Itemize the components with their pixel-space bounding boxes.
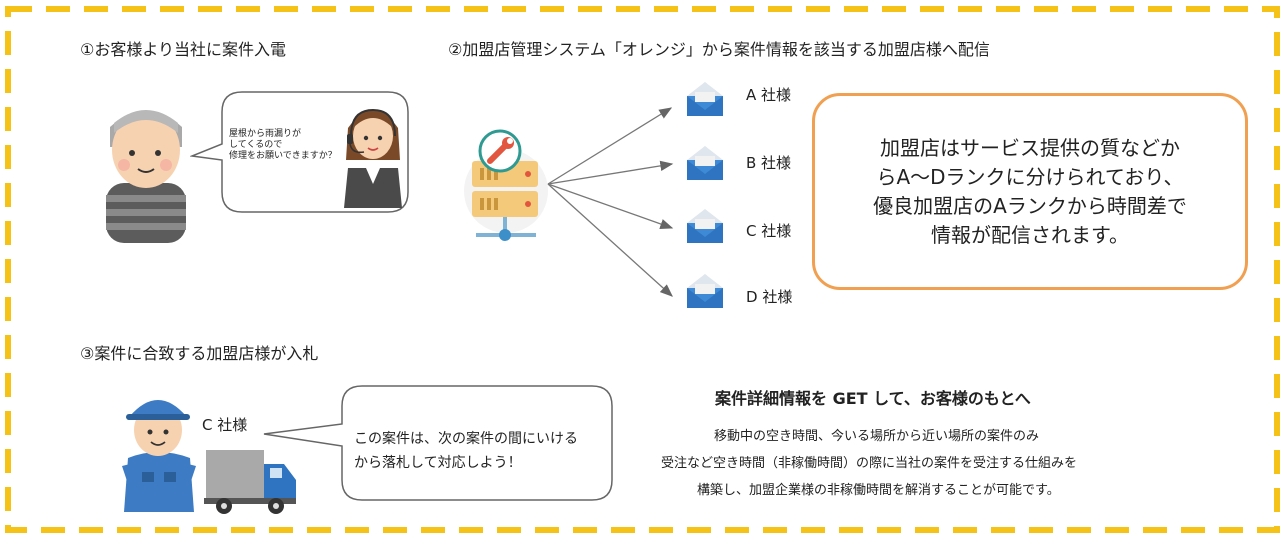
- envelope-icon: [687, 274, 723, 308]
- arrow-d: [547, 183, 673, 297]
- rank-note-line2: らA～Dランクに分けられており、: [876, 164, 1184, 189]
- operator-illustration: [344, 108, 402, 208]
- envelope-icon: [687, 82, 723, 116]
- rank-note-line3: 優良加盟店のAランクから時間差で: [873, 193, 1187, 218]
- rank-note-box: 加盟店はサービス提供の質などか らA～Dランクに分けられており、 優良加盟店のA…: [812, 93, 1248, 290]
- summary-title: 案件詳細情報を GET して、お客様のもとへ: [715, 389, 1031, 408]
- step1-label: ①お客様より当社に案件入電: [80, 40, 287, 59]
- arrow-c: [547, 183, 674, 229]
- company-b-label: B 社様: [746, 154, 792, 172]
- worker-illustration: [122, 400, 196, 512]
- bid-line2: から落札して対応しよう！: [354, 455, 522, 471]
- bidder-company-label: C 社様: [202, 416, 248, 434]
- bid-bubble-shape: [263, 385, 613, 501]
- step3-label: ③案件に合致する加盟店様が入札: [80, 344, 319, 363]
- rank-note-text: 加盟店はサービス提供の質などか らA～Dランクに分けられており、 優良加盟店のA…: [873, 134, 1187, 250]
- company-c-label: C 社様: [746, 222, 792, 240]
- call-line1: 屋根から雨漏りが: [229, 129, 302, 139]
- rank-note-line4: 情報が配信されます。: [931, 222, 1129, 247]
- envelope-icon: [687, 209, 723, 243]
- call-line2: してくるので: [229, 140, 283, 150]
- call-bubble-text: 屋根から雨漏りが してくるので 修理をお願いできますか？: [229, 129, 337, 162]
- envelope-icon: [687, 146, 723, 180]
- call-line3: 修理をお願いできますか？: [229, 151, 337, 161]
- company-d-label: D 社様: [746, 288, 793, 306]
- summary-line3: 構築し、加盟企業様の非稼働時間を解消することが可能です。: [697, 483, 1060, 498]
- company-a-label: A 社様: [746, 86, 792, 104]
- rank-note-line1: 加盟店はサービス提供の質などか: [880, 135, 1180, 160]
- customer-illustration: [106, 110, 186, 243]
- summary-line1: 移動中の空き時間、今いる場所から近い場所の案件のみ: [714, 429, 1040, 444]
- arrow-b: [547, 160, 674, 185]
- truck-icon: [204, 450, 296, 514]
- step2-label: ②加盟店管理システム「オレンジ」から案件情報を該当する加盟店様へ配信: [448, 40, 990, 59]
- bid-line1: この案件は、次の案件の間にいける: [354, 431, 578, 447]
- arrow-a: [547, 107, 673, 185]
- summary-line2: 受注など空き時間（非稼働時間）の際に当社の案件を受注する仕組みを: [661, 456, 1078, 471]
- server-icon: [464, 129, 548, 241]
- bid-bubble-text: この案件は、次の案件の間にいける から落札して対応しよう！: [354, 427, 578, 475]
- wrench-icon: [478, 129, 522, 173]
